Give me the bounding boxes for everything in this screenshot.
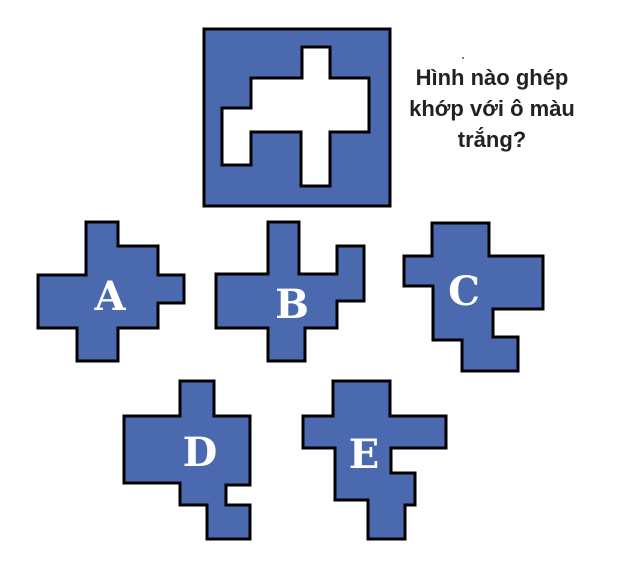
option-e[interactable]: E [301,379,448,541]
question-text: Hình nào ghép khớp với ô màu trắng? [396,62,588,155]
option-a-label: A [93,273,126,320]
target-hole [220,45,371,188]
dot-mark [462,57,464,59]
puzzle-piece-icon [301,379,448,541]
option-d[interactable]: D [122,379,252,541]
question-line-3: trắng? [457,127,527,152]
option-a[interactable]: A [36,220,186,363]
puzzle-piece-icon [36,220,186,363]
option-c[interactable]: C [402,221,545,373]
target-board [202,27,392,208]
option-d-label: D [183,429,218,476]
question-line-2: khớp với ô màu [409,96,575,121]
puzzle-piece-icon [122,379,252,541]
option-b-label: B [275,281,309,328]
option-c-label: C [448,268,480,315]
puzzle-piece-icon [402,221,545,373]
puzzle-piece-icon [214,220,366,363]
question-line-1: Hình nào ghép [415,65,569,90]
option-b[interactable]: B [214,220,366,363]
option-e-label: E [349,431,380,478]
